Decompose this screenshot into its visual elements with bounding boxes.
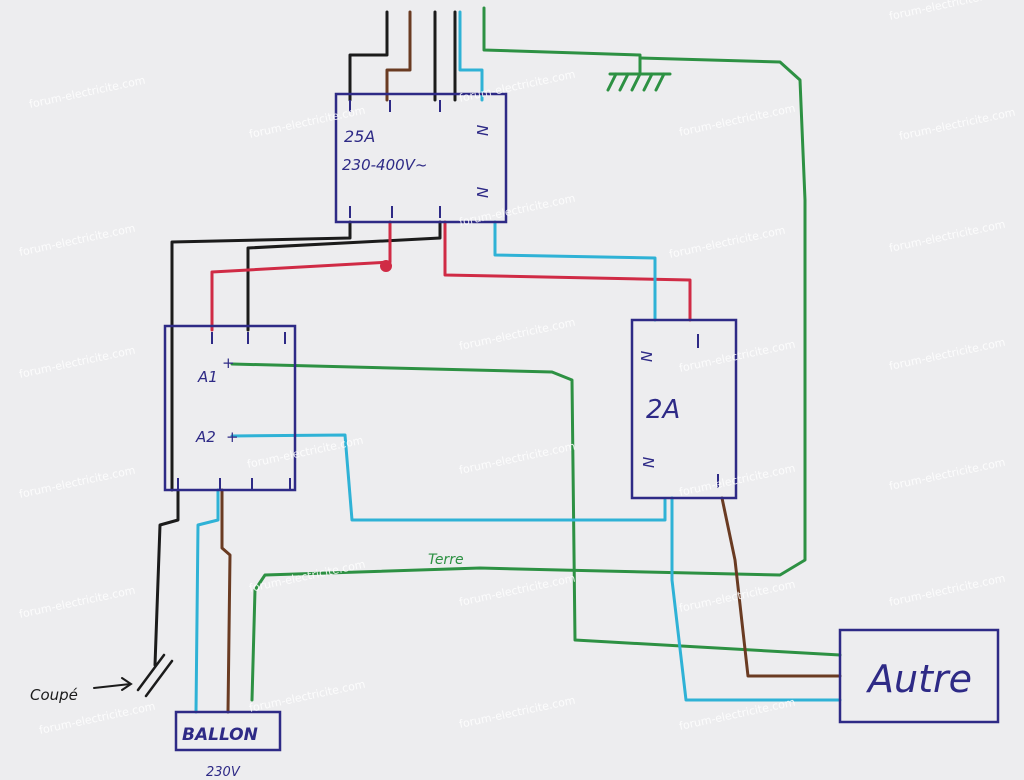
contactor-a2-plus: +: [226, 428, 239, 446]
breaker-2a-neutral-bottom: N: [640, 457, 658, 468]
wire-black-out-2: [246, 220, 442, 332]
breaker-25a-neutral-top: N: [474, 125, 492, 136]
wire-earth-main: [250, 56, 807, 702]
wire-supply-green: [482, 6, 642, 74]
wire-blue-to-2a: [493, 220, 657, 322]
wire-blue-ballon: [194, 488, 220, 714]
contactor: [163, 324, 297, 492]
wire-brown-ballon: [220, 488, 232, 714]
terre-label: Terre: [428, 552, 464, 568]
contactor-a1-label: A1: [197, 368, 218, 386]
wire-black-out-1: [170, 220, 352, 492]
wire-red-to-2a: [443, 220, 692, 322]
ballon-label: BALLON: [182, 725, 258, 745]
breaker-25a-voltage: 230-400V~: [342, 156, 428, 174]
wire-black-coupe: [153, 488, 180, 667]
ballon-voltage-label: 230V: [206, 765, 241, 780]
breaker-2a: [630, 318, 738, 500]
wire-blue-autre: [670, 496, 842, 702]
wire-a1-green: [230, 362, 842, 657]
wire-brown-autre: [720, 496, 842, 678]
wire-red-out: [210, 220, 392, 332]
breaker-25a: [334, 92, 508, 224]
contactor-a1-plus: +: [222, 354, 235, 372]
wire-a2-blue: [230, 433, 667, 522]
contactor-a2-label: A2: [195, 428, 216, 446]
autre-label: Autre: [865, 657, 972, 701]
breaker-25a-neutral-bottom: N: [474, 187, 492, 198]
cut-wire-icon: [136, 653, 174, 698]
breaker-25a-rating: 25A: [344, 127, 375, 146]
wire-supply-brown: [385, 10, 412, 102]
wire-supply-blue: [458, 10, 484, 102]
arrow-right-icon: [93, 677, 133, 691]
ballon-box: [174, 710, 282, 752]
wire-supply-black-1: [348, 10, 389, 102]
autre-box: [838, 628, 1000, 724]
ground-symbol-icon: [606, 72, 672, 92]
breaker-2a-rating: 2A: [646, 395, 680, 425]
coupe-label: Coupé: [30, 686, 78, 704]
red-junction-dot: [380, 260, 392, 272]
breaker-2a-neutral-top: N: [638, 351, 656, 362]
wires: [153, 6, 842, 714]
